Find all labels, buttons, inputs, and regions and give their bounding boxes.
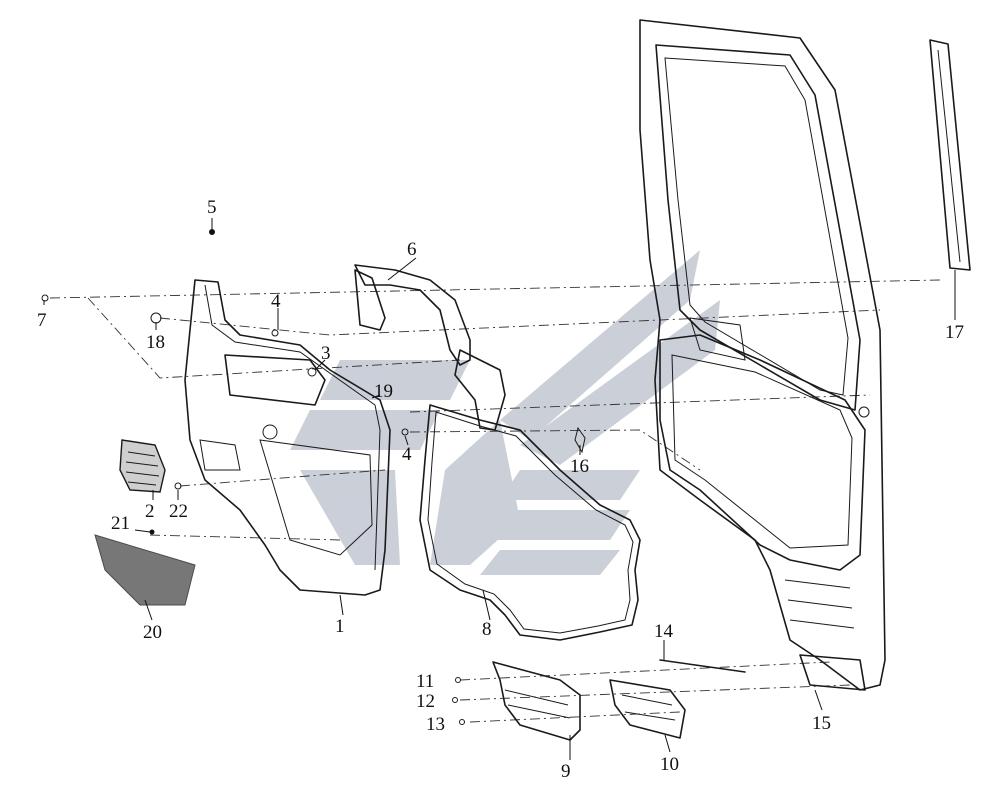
callout-6: 6 bbox=[407, 239, 417, 260]
callout-14: 14 bbox=[654, 621, 673, 642]
callout-4-lower: 4 bbox=[402, 444, 412, 465]
callout-11: 11 bbox=[416, 671, 435, 692]
assembly-lines bbox=[49, 279, 941, 723]
callout-19: 19 bbox=[374, 381, 393, 402]
callout-7: 7 bbox=[37, 310, 47, 331]
callout-4-upper: 4 bbox=[271, 291, 281, 312]
callout-20: 20 bbox=[143, 622, 162, 643]
callout-2: 2 bbox=[145, 501, 155, 522]
callout-12: 12 bbox=[416, 691, 435, 712]
callout-15: 15 bbox=[812, 713, 831, 734]
part-14-strip bbox=[659, 659, 746, 673]
part-1-trim-panel bbox=[184, 279, 391, 596]
callout-21: 21 bbox=[111, 513, 130, 534]
callout-10: 10 bbox=[660, 754, 679, 775]
part-10-bracket bbox=[609, 679, 686, 739]
part-6-handle bbox=[354, 264, 506, 431]
callout-1: 1 bbox=[335, 616, 345, 637]
part-20-mesh-grille bbox=[94, 534, 196, 606]
callout-18: 18 bbox=[146, 332, 165, 353]
callout-9: 9 bbox=[561, 761, 571, 782]
callout-16: 16 bbox=[570, 456, 589, 477]
callout-13: 13 bbox=[426, 714, 445, 735]
callout-17: 17 bbox=[945, 322, 964, 343]
part-2-speaker-cover bbox=[119, 439, 166, 493]
part-8-seal bbox=[419, 404, 641, 641]
door-frame bbox=[639, 19, 886, 691]
callout-5: 5 bbox=[207, 197, 217, 218]
callout-8: 8 bbox=[482, 619, 492, 640]
leader-lines bbox=[43, 218, 956, 760]
part-9-bracket bbox=[492, 661, 581, 741]
callout-3: 3 bbox=[321, 343, 331, 364]
watermark-logo bbox=[290, 250, 720, 575]
callout-22: 22 bbox=[169, 501, 188, 522]
part-17-glass-run bbox=[929, 39, 971, 271]
